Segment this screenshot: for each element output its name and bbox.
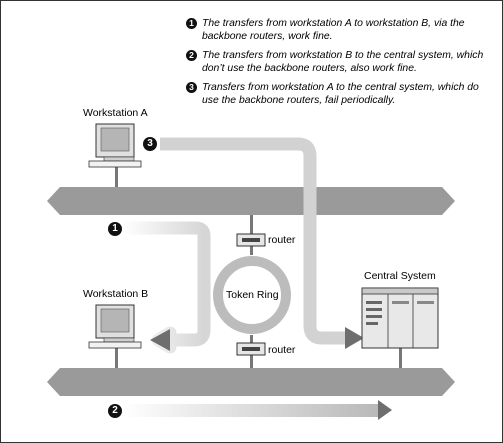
- ring-connector-mid-bottom: [250, 335, 253, 343]
- path3-arrow-head: [345, 327, 364, 349]
- path-2-badge: 2: [108, 404, 122, 418]
- upper-network-segment: [47, 187, 455, 215]
- path1-arrow-body: [122, 221, 211, 354]
- central-system-icon: [361, 287, 439, 368]
- central-system-label: Central System: [364, 270, 436, 282]
- router-bottom-label: router: [268, 344, 296, 356]
- note-2-text: The transfers from workstation B to the …: [202, 50, 484, 74]
- router-top-label: router: [268, 234, 296, 246]
- note-3-number: 3: [186, 82, 197, 93]
- token-ring-icon: [213, 256, 291, 334]
- note-3: 3 Transfers from workstation A to the ce…: [186, 82, 486, 107]
- note-1: 1 The transfers from workstation A to wo…: [186, 18, 486, 43]
- note-2-number: 2: [186, 50, 197, 61]
- note-1-number: 1: [186, 18, 197, 29]
- path2-arrow-head: [378, 400, 392, 420]
- workstation-b-icon: [88, 304, 142, 368]
- lower-network-segment: [47, 368, 455, 396]
- workstation-a-label: Workstation A: [83, 107, 148, 119]
- router-top-icon: [236, 233, 266, 247]
- note-3-text: Transfers from workstation A to the cent…: [202, 82, 479, 106]
- router-bottom-icon: [236, 342, 266, 356]
- path-1-badge: 1: [108, 222, 122, 236]
- note-1-text: The transfers from workstation A to work…: [202, 18, 465, 42]
- path1-arrow-head: [150, 329, 170, 351]
- token-ring-label: Token Ring: [226, 289, 279, 301]
- workstation-a-icon: [88, 123, 142, 187]
- path2-arrow-body: [122, 404, 380, 417]
- path-3-badge: 3: [143, 137, 157, 151]
- path3-arrow-body: [160, 137, 346, 345]
- workstation-b-label: Workstation B: [83, 288, 149, 300]
- note-2: 2 The transfers from workstation B to th…: [186, 50, 486, 75]
- ring-connector-bottom: [250, 355, 253, 368]
- ring-connector-top: [250, 215, 253, 234]
- ring-connector-mid-top: [250, 246, 253, 255]
- notes-list: 1 The transfers from workstation A to wo…: [186, 18, 486, 114]
